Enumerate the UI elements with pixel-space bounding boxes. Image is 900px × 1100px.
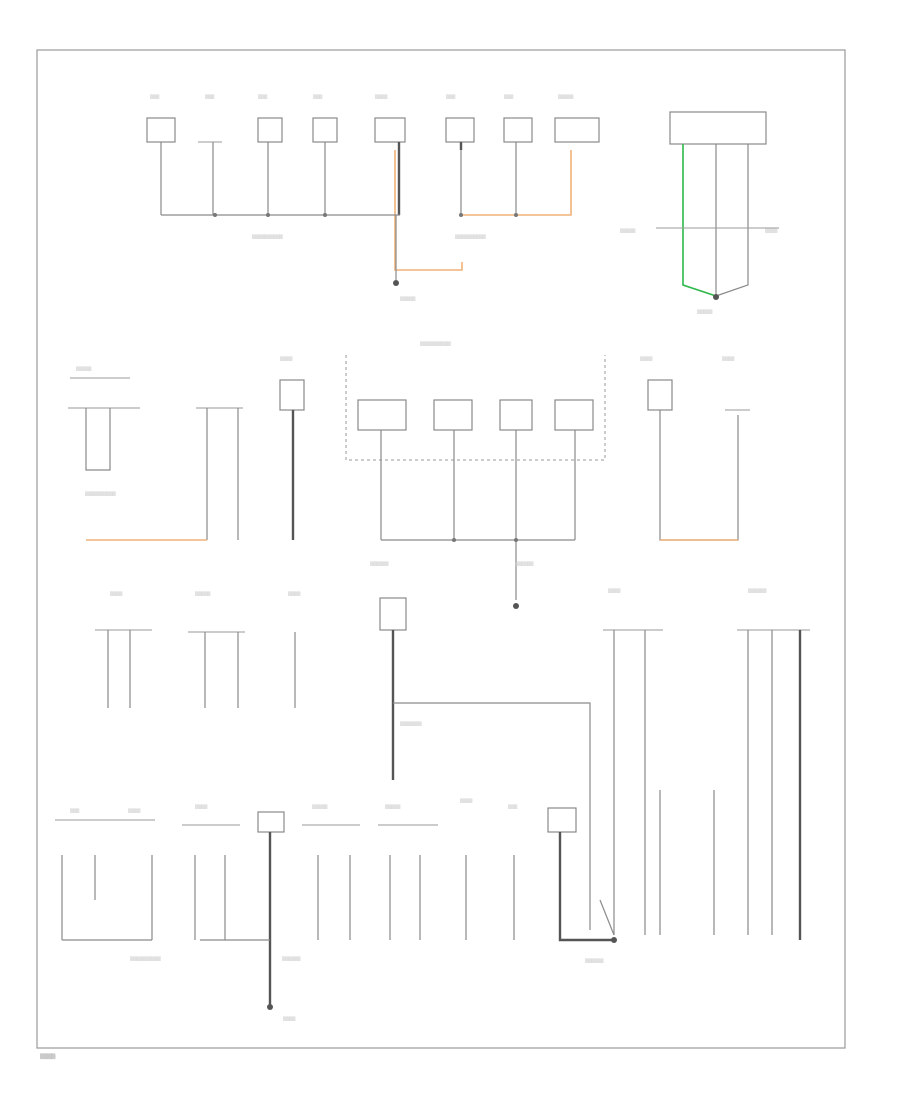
svg-text:▒▒▒▒: ▒▒▒▒ (375, 94, 388, 99)
top-right-ground-group: ▒▒▒▒▒▒▒▒▒▒▒▒▒▒ (620, 111, 779, 314)
ground-point (611, 937, 617, 943)
svg-text:▒▒▒▒: ▒▒▒▒ (195, 804, 208, 809)
svg-text:▒▒▒▒▒: ▒▒▒▒▒ (76, 366, 92, 371)
svg-text:▒▒▒▒: ▒▒▒▒ (110, 591, 123, 596)
component-box (433, 399, 473, 431)
svg-text:▒▒▒▒: ▒▒▒▒ (722, 356, 735, 361)
svg-text:▒▒▒▒▒: ▒▒▒▒▒ (697, 309, 713, 314)
svg-text:▒▒▒▒▒▒: ▒▒▒▒▒▒ (585, 958, 604, 963)
top-row-components: ▒▒▒▒▒▒▒▒▒ ▒▒▒▒▒▒▒▒▒▒ ▒▒▒▒▒▒▒▒ ▒▒▒▒▒▒▒▒▒▒… (146, 94, 600, 301)
ground-point (713, 294, 719, 300)
svg-text:▒▒▒▒: ▒▒▒▒ (765, 228, 778, 233)
svg-text:▒▒▒▒: ▒▒▒▒ (283, 1016, 296, 1021)
ground-point (393, 280, 399, 286)
svg-text:▒▒▒▒▒▒: ▒▒▒▒▒▒ (515, 561, 534, 566)
middle-band-left: ▒▒▒▒▒▒▒▒▒▒▒▒▒▒▒▒▒▒▒ (68, 356, 305, 541)
svg-text:▒▒▒▒: ▒▒▒▒ (280, 356, 293, 361)
svg-text:▒▒▒▒▒: ▒▒▒▒▒ (312, 804, 328, 809)
svg-text:▒▒▒▒▒▒▒▒▒▒: ▒▒▒▒▒▒▒▒▒▒ (85, 491, 117, 496)
svg-text:▒▒▒▒▒▒▒▒▒▒: ▒▒▒▒▒▒▒▒▒▒ (420, 341, 452, 346)
svg-text:▒▒▒: ▒▒▒ (70, 808, 80, 813)
component-box (257, 117, 283, 143)
svg-text:▒▒▒▒: ▒▒▒▒ (128, 808, 141, 813)
svg-text:▒▒▒▒▒▒▒▒▒▒: ▒▒▒▒▒▒▒▒▒▒ (130, 956, 162, 961)
svg-text:▒▒▒▒▒▒▒: ▒▒▒▒▒▒▒ (400, 721, 422, 726)
middle-band-right: ▒▒▒▒ ▒▒▒▒ (640, 356, 750, 541)
component-box (554, 117, 600, 143)
component-box (503, 117, 533, 143)
svg-text:▒▒▒▒▒▒▒▒▒▒: ▒▒▒▒▒▒▒▒▒▒ (455, 234, 487, 239)
component-box (499, 399, 533, 431)
svg-text:▒▒▒▒▒▒: ▒▒▒▒▒▒ (282, 956, 301, 961)
svg-text:▒▒▒▒: ▒▒▒▒ (608, 588, 621, 593)
svg-text:▒▒▒▒▒: ▒▒▒▒▒ (195, 591, 211, 596)
component-box (445, 117, 475, 143)
component-box (357, 399, 407, 431)
component-box (554, 399, 594, 431)
component-box (374, 117, 406, 143)
component-box (547, 807, 577, 833)
svg-text:▒▒▒▒▒: ▒▒▒▒▒ (385, 804, 401, 809)
svg-text:▒▒▒▒▒▒▒▒▒▒: ▒▒▒▒▒▒▒▒▒▒ (252, 234, 284, 239)
component-box (647, 379, 673, 411)
svg-text:▒▒▒▒▒: ▒▒▒▒▒ (620, 228, 636, 233)
svg-text:▒▒▒▒: ▒▒▒▒ (460, 798, 473, 803)
svg-text:▒▒▒: ▒▒▒ (205, 94, 215, 99)
svg-text:▒▒▒: ▒▒▒ (258, 94, 268, 99)
svg-text:▒▒▒: ▒▒▒ (150, 94, 160, 99)
corner-stamp: ▒▒▒▒ (40, 1053, 56, 1060)
component-box (669, 111, 767, 145)
component-box (379, 597, 407, 631)
svg-text:▒▒▒▒▒▒: ▒▒▒▒▒▒ (748, 588, 767, 593)
svg-text:▒▒▒▒: ▒▒▒▒ (640, 356, 653, 361)
component-box (279, 379, 305, 411)
middle-band-center: ▒▒▒▒▒▒▒▒▒▒▒▒▒▒▒▒▒▒▒▒▒▒ (345, 341, 606, 609)
component-box (312, 117, 338, 143)
diagram-frame (36, 49, 846, 1049)
ground-point (513, 603, 519, 609)
svg-text:▒▒▒: ▒▒▒ (313, 94, 323, 99)
component-box (257, 811, 285, 833)
svg-text:▒▒▒: ▒▒▒ (508, 804, 518, 809)
bottom-row: ▒▒▒▒▒▒▒▒▒▒▒ ▒▒▒▒▒▒▒▒▒▒▒▒▒▒ ▒▒▒▒▒▒▒▒▒▒▒▒▒… (55, 790, 715, 1021)
component-box (146, 117, 176, 143)
svg-text:▒▒▒: ▒▒▒ (504, 94, 514, 99)
svg-text:▒▒▒▒▒▒: ▒▒▒▒▒▒ (370, 561, 389, 566)
lower-middle-row: ▒▒▒▒▒▒▒▒▒▒▒▒▒ ▒▒▒▒▒▒▒▒▒▒▒▒▒▒▒▒▒ (95, 588, 810, 940)
svg-text:▒▒▒▒▒: ▒▒▒▒▒ (400, 296, 416, 301)
svg-text:▒▒▒▒▒: ▒▒▒▒▒ (558, 94, 574, 99)
ground-point (267, 1004, 273, 1010)
svg-text:▒▒▒: ▒▒▒ (446, 94, 456, 99)
svg-text:▒▒▒▒: ▒▒▒▒ (288, 591, 301, 596)
